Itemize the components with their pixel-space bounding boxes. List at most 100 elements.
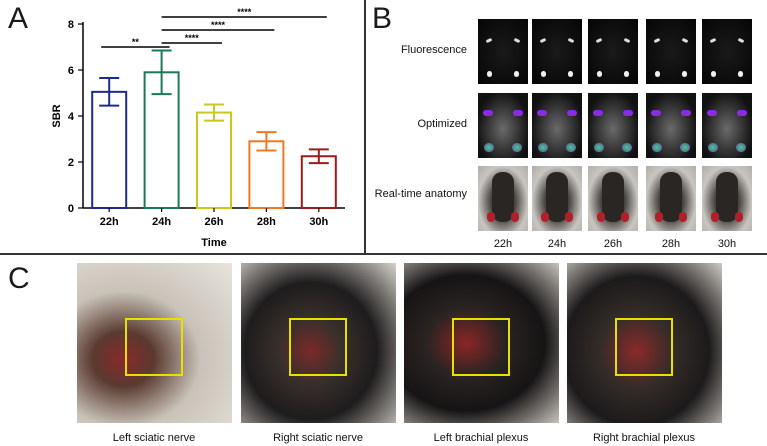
- x-tick-label-22h: 22h: [100, 216, 119, 228]
- signal-overlay: [707, 110, 717, 116]
- column-label-28h: 28h: [661, 238, 681, 250]
- image-tile-2-0: [478, 166, 528, 231]
- image-tile-1-0: [478, 93, 528, 158]
- fluorescence-spot: [709, 37, 717, 44]
- row-label-0: Fluorescence: [400, 44, 467, 56]
- fluorescence-spot: [597, 71, 602, 77]
- mouse-body: [546, 172, 568, 222]
- exposed-nerve: [487, 212, 495, 222]
- image-tile-1-3: [646, 93, 696, 158]
- fluorescence-spot: [682, 71, 687, 77]
- signal-overlay: [484, 143, 494, 152]
- bar-22h: [91, 90, 128, 209]
- photo-caption-1: Right sciatic nerve: [273, 432, 363, 444]
- roi-box: [125, 318, 183, 376]
- fluorescence-spot: [623, 37, 631, 44]
- image-tile-1-4: [702, 93, 752, 158]
- roi-box: [289, 318, 347, 376]
- image-tile-2-4: [702, 166, 752, 231]
- fluorescence-spot: [711, 71, 716, 77]
- horizontal-divider: [0, 253, 767, 255]
- vertical-divider: [364, 0, 366, 253]
- x-tick-label-30h: 30h: [309, 216, 328, 228]
- fluorescence-spot: [595, 37, 603, 44]
- image-tile-0-0: [478, 19, 528, 84]
- y-tick-label: 6: [68, 65, 74, 77]
- image-tile-0-2: [588, 19, 638, 84]
- fluorescence-spot: [567, 37, 575, 44]
- signal-overlay: [594, 143, 604, 152]
- mouse-body: [492, 172, 514, 222]
- fluorescence-spot: [539, 37, 547, 44]
- fluorescence-spot: [681, 37, 689, 44]
- fluorescence-spot: [738, 71, 743, 77]
- x-axis-label: Time: [201, 237, 226, 249]
- column-label-26h: 26h: [603, 238, 623, 250]
- y-axis-label: SBR: [51, 104, 63, 127]
- exposed-nerve: [735, 212, 743, 222]
- image-tile-2-1: [532, 166, 582, 231]
- photo-caption-3: Right brachial plexus: [592, 432, 696, 444]
- signal-overlay: [483, 110, 493, 116]
- panel-label-b: B: [372, 2, 393, 35]
- panel-label-a: A: [8, 2, 29, 35]
- exposed-nerve: [711, 212, 719, 222]
- fluorescence-spot: [514, 71, 519, 77]
- exposed-nerve: [565, 212, 573, 222]
- mouse-body: [716, 172, 738, 222]
- row-label-2: Real-time anatomy: [374, 188, 467, 200]
- column-label-30h: 30h: [717, 238, 737, 250]
- fluorescence-spot: [485, 37, 493, 44]
- fluorescence-spot: [655, 71, 660, 77]
- signal-overlay: [566, 143, 576, 152]
- fluorescence-spot: [653, 37, 661, 44]
- y-tick-label: 2: [68, 157, 74, 169]
- exposed-nerve: [597, 212, 605, 222]
- image-tile-1-2: [588, 93, 638, 158]
- significance-label: ****: [237, 7, 252, 17]
- signal-overlay: [513, 110, 523, 116]
- signal-overlay: [623, 110, 633, 116]
- exposed-nerve: [511, 212, 519, 222]
- signal-overlay: [622, 143, 632, 152]
- photo-caption-0: Left sciatic nerve: [112, 432, 196, 444]
- significance-label: ****: [185, 33, 200, 43]
- signal-overlay: [652, 143, 662, 152]
- surgical-photo-0: [77, 263, 232, 423]
- x-tick-label-26h: 26h: [205, 216, 224, 228]
- exposed-nerve: [655, 212, 663, 222]
- image-tile-2-3: [646, 166, 696, 231]
- signal-overlay: [538, 143, 548, 152]
- image-tile-1-1: [532, 93, 582, 158]
- fluorescence-spot: [624, 71, 629, 77]
- signal-overlay: [681, 110, 691, 116]
- fluorescence-spot: [737, 37, 745, 44]
- row-label-1: Optimized: [417, 118, 467, 130]
- column-label-24h: 24h: [547, 238, 567, 250]
- signal-overlay: [737, 110, 747, 116]
- column-label-22h: 22h: [493, 238, 513, 250]
- fluorescence-spot: [568, 71, 573, 77]
- image-tile-0-4: [702, 19, 752, 84]
- surgical-photo-2: [404, 263, 559, 423]
- mouse-body: [660, 172, 682, 222]
- mouse-body: [602, 172, 624, 222]
- signal-overlay: [512, 143, 522, 152]
- exposed-nerve: [621, 212, 629, 222]
- image-tile-0-1: [532, 19, 582, 84]
- surgical-photo-3: [567, 263, 722, 423]
- y-tick-label: 8: [68, 19, 74, 31]
- significance-label: **: [132, 37, 140, 47]
- roi-box: [615, 318, 673, 376]
- exposed-nerve: [679, 212, 687, 222]
- image-tile-2-2: [588, 166, 638, 231]
- signal-overlay: [680, 143, 690, 152]
- roi-box: [452, 318, 510, 376]
- x-tick-label-24h: 24h: [152, 216, 171, 228]
- significance-label: ****: [211, 20, 226, 30]
- signal-overlay: [593, 110, 603, 116]
- signal-overlay: [736, 143, 746, 152]
- photo-caption-2: Left brachial plexus: [433, 432, 529, 444]
- surgical-photo-1: [241, 263, 396, 423]
